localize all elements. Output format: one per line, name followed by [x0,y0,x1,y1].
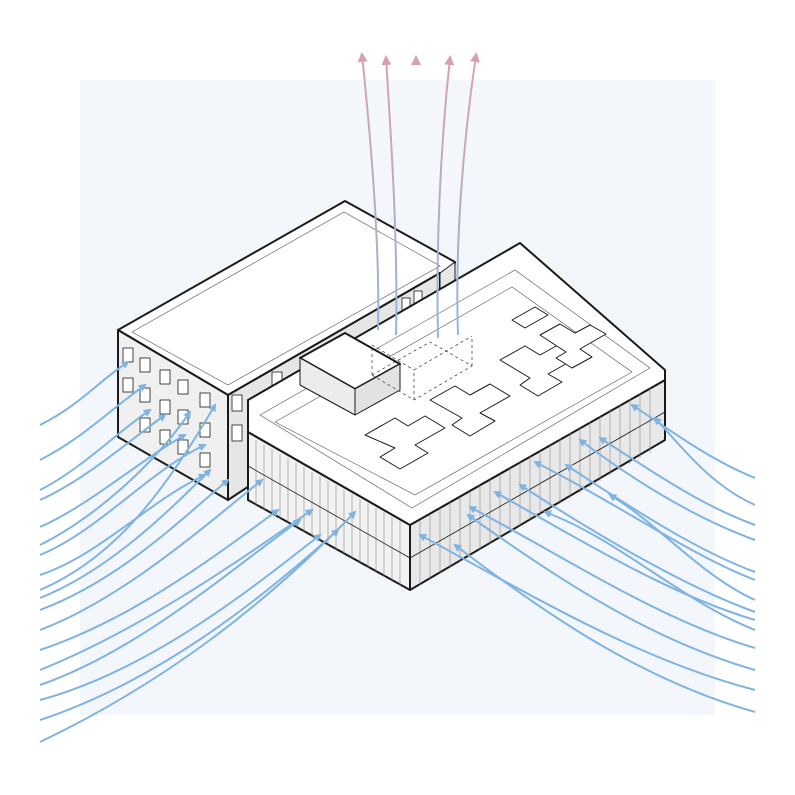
inflow-arrow [39,413,167,501]
inflow-arrow [468,506,756,649]
inflow-arrow [39,508,280,651]
main-building [247,242,666,591]
exhaust-arrow [381,55,398,336]
inflow-arrow [518,483,756,613]
inflow-arrow [630,403,756,479]
inflow-arrow [39,518,302,686]
inflow-arrows-right [418,403,756,713]
inflow-arrow [608,493,756,601]
inflow-arrow [533,461,756,581]
rooftop-skylights [364,306,607,470]
main-building-roof-edge [259,269,651,509]
inflow-arrow [39,360,130,426]
inflow-arrow [39,478,264,631]
inflow-arrow [39,528,340,721]
inflow-arrow [39,443,207,556]
inflow-arrow [39,434,187,528]
inflow-arrow [39,410,192,546]
main-building-roof [247,242,666,526]
main-right-facade [409,388,666,585]
inflow-arrow [39,383,147,461]
rear-building-roof-parapet [131,211,441,386]
inflow-arrow [39,468,212,599]
inflow-arrow [578,438,756,541]
atrium-box [299,332,473,416]
inflow-arrow [453,543,756,713]
inflow-arrow [493,491,756,621]
inflow-arrow [543,510,756,631]
inflow-arrow [39,403,217,591]
inflow-arrow [598,436,756,526]
inflow-arrow [39,508,314,671]
inflow-arrow [39,408,152,491]
inflow-arrow [39,478,230,611]
main-left-facade [247,440,411,586]
inflow-arrow [564,463,756,573]
inflow-arrow [39,533,322,701]
inflow-arrow [653,416,756,506]
inflow-arrow [418,534,756,691]
exhaust-arrow [456,52,480,336]
exhaust-arrow [357,52,380,331]
inflow-arrow [466,513,756,671]
rear-building-windows [122,290,423,468]
exhaust-arrows [357,52,480,346]
exhaust-arrow [436,55,455,339]
inflow-arrows-left [39,360,357,743]
inflow-arrow [39,510,357,743]
inflow-arrow [39,473,207,576]
